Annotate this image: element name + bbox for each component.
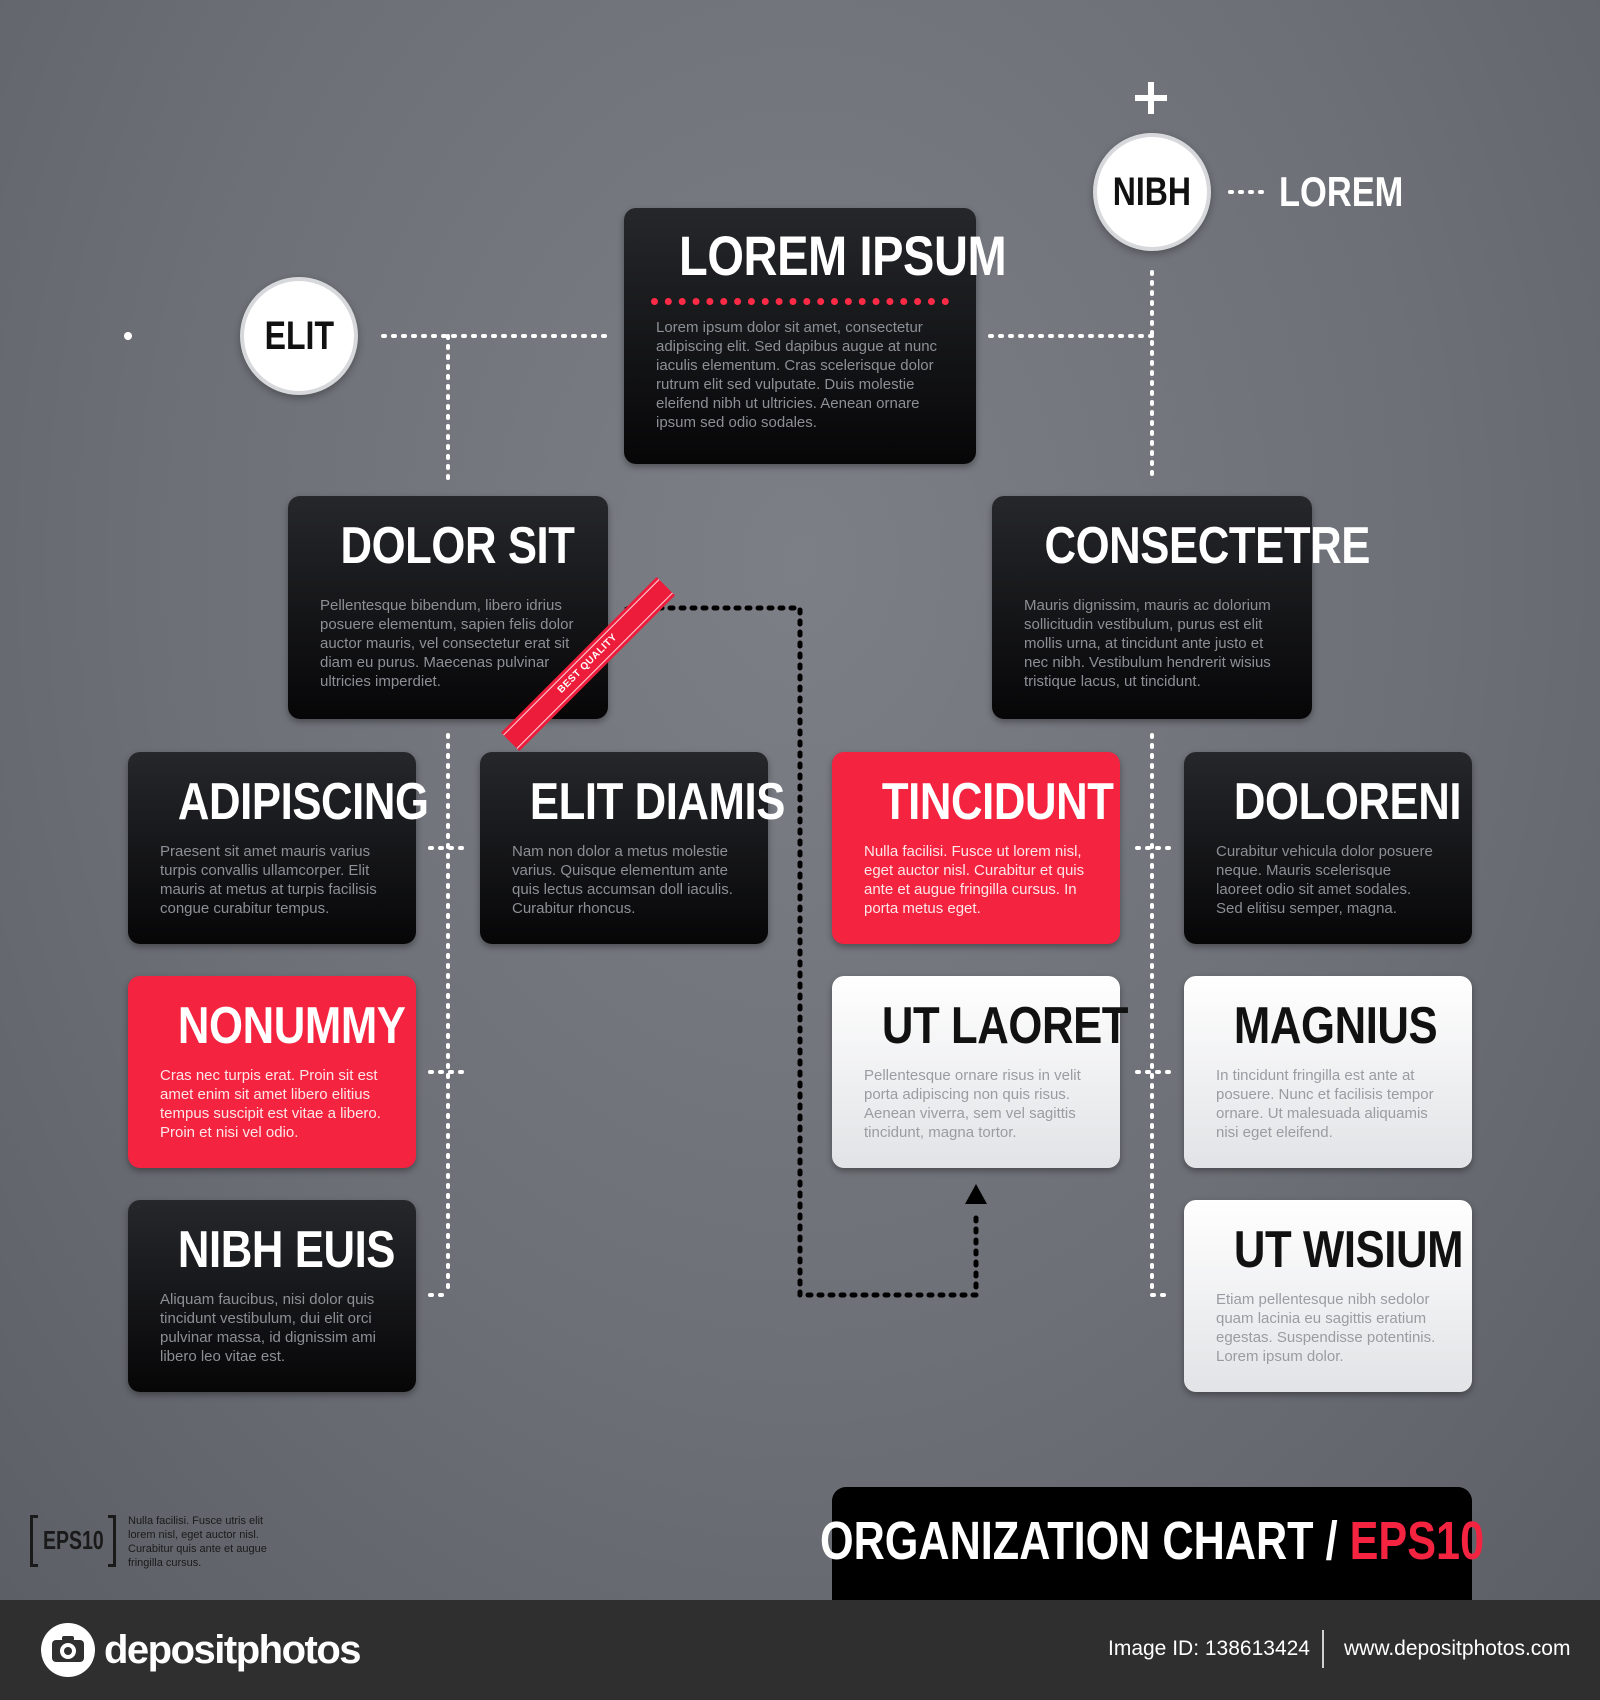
node-title: UT WISIUM <box>1233 1221 1464 1279</box>
chart-title-format: EPS10 <box>1349 1511 1485 1571</box>
bracket-right <box>108 1515 116 1567</box>
node-text: Pellentesque ornare risus in velit porta… <box>864 1067 1081 1141</box>
node-title: MAGNIUS <box>1233 997 1438 1055</box>
node-ut-laoret: UT LAORET Pellentesque ornare risus in v… <box>832 976 1129 1168</box>
footer-divider <box>1322 1630 1324 1668</box>
node-title: TINCIDUNT <box>881 773 1114 831</box>
node-text: Praesent sit amet mauris varius turpis c… <box>160 843 377 917</box>
node-text: Aliquam faucibus, nisi dolor quis tincid… <box>160 1291 376 1365</box>
node-title: NONUMMY <box>177 997 406 1055</box>
site-url-link[interactable]: www.depositphotos.com <box>1344 1637 1571 1660</box>
node-text: Nulla facilisi. Fusce ut lorem nisl, ege… <box>864 843 1085 917</box>
node-nonummy: NONUMMY Cras nec turpis erat. Proin sit … <box>128 976 416 1168</box>
chart-title-text: ORGANIZATION CHART <box>819 1511 1314 1571</box>
node-text: In tincidunt fringilla est ante at posue… <box>1216 1067 1434 1141</box>
footnote: Nulla facilisi. Fusce utris elit lorem n… <box>128 1515 267 1569</box>
node-title: LOREM IPSUM <box>679 224 1007 287</box>
circle-label: ELIT <box>264 313 334 358</box>
circle-label: NIBH <box>1112 169 1192 214</box>
feedback-arrow-line <box>647 605 979 1298</box>
node-tincidunt: TINCIDUNT Nulla facilisi. Fusce ut lorem… <box>832 752 1120 944</box>
node-adipiscing: ADIPISCING Praesent sit amet mauris vari… <box>128 752 429 944</box>
node-title: DOLOR SIT <box>340 517 575 575</box>
brand-name: depositphotos <box>104 1627 362 1672</box>
circle-elit: ELIT <box>240 277 358 395</box>
node-title: NIBH EUIS <box>177 1221 395 1279</box>
node-consectetre: CONSECTETRE Mauris dignissim, mauris ac … <box>992 496 1370 719</box>
node-title: ELIT DIAMIS <box>529 773 785 831</box>
image-id: Image ID: 138613424 <box>1108 1637 1310 1660</box>
node-title: ADIPISCING <box>177 773 429 831</box>
node-title: CONSECTETRE <box>1044 517 1370 575</box>
node-text: Lorem ipsum dolor sit amet, consectetur … <box>656 319 938 431</box>
brand-logo[interactable]: depositphotos <box>40 1622 362 1678</box>
stock-watermark-bar: depositphotos Image ID: 138613424 www.de… <box>0 1600 1600 1700</box>
node-text: Mauris dignissim, mauris ac dolorium sol… <box>1024 597 1271 690</box>
node-text: Cras nec turpis erat. Proin sit est amet… <box>160 1067 381 1141</box>
node-ut-wisium: UT WISIUM Etiam pellentesque nibh sedolo… <box>1184 1200 1472 1392</box>
eps-badge: EPS10 <box>30 1515 116 1571</box>
camera-logo-icon <box>41 1623 95 1677</box>
node-doloreni: DOLORENI Curabitur vehicula dolor posuer… <box>1184 752 1472 944</box>
node-dolor-sit: DOLOR SIT Pellentesque bibendum, libero … <box>288 496 675 751</box>
node-lorem-ipsum: LOREM IPSUM Lorem ipsum dolor sit amet, … <box>624 208 1007 464</box>
org-chart: LOREM IPSUM Lorem ipsum dolor sit amet, … <box>0 0 1600 1600</box>
circle-nibh: NIBH <box>1093 133 1211 251</box>
node-text: Nam non dolor a metus molestie varius. Q… <box>512 843 733 917</box>
node-text: Etiam pellentesque nibh sedolor quam lac… <box>1216 1291 1436 1365</box>
node-text: Curabitur vehicula dolor posuere neque. … <box>1216 843 1433 917</box>
node-magnius: MAGNIUS In tincidunt fringilla est ante … <box>1184 976 1472 1168</box>
title-divider <box>651 298 949 305</box>
nibh-side-label: LOREM <box>1279 168 1404 215</box>
plus-icon <box>1135 82 1167 114</box>
node-nibh-euis: NIBH EUIS Aliquam faucibus, nisi dolor q… <box>128 1200 416 1392</box>
feedback-arrow-head-up <box>965 1184 987 1204</box>
bracket-left <box>30 1515 38 1567</box>
eps-badge-text: EPS10 <box>43 1525 104 1555</box>
chart-title: ORGANIZATION CHART / EPS10 <box>820 1510 1484 1572</box>
node-title: DOLORENI <box>1233 773 1462 831</box>
connector-endpoint-dot <box>124 332 132 340</box>
node-text: Pellentesque bibendum, libero idrius pos… <box>320 597 574 690</box>
chart-title-separator: / <box>1325 1511 1338 1571</box>
node-elit-diamis: ELIT DIAMIS Nam non dolor a metus molest… <box>480 752 785 944</box>
node-title: UT LAORET <box>881 997 1129 1055</box>
chart-title-banner: ORGANIZATION CHART / EPS10 <box>820 1487 1484 1607</box>
